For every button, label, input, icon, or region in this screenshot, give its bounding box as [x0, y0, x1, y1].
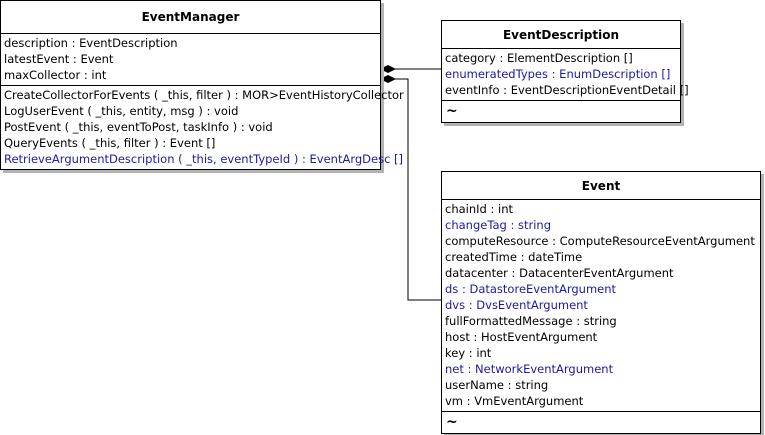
class-title: EventDescription [442, 21, 680, 49]
class-eventdescription[interactable]: EventDescription category : ElementDescr… [441, 20, 689, 123]
composition-diamond-eventdescription [380, 65, 396, 73]
attributes-section: category : ElementDescription [] enumerat… [442, 49, 689, 101]
composition-diamond-event [380, 75, 396, 83]
operation-row: LogUserEvent ( _this, entity, msg ) : vo… [4, 104, 239, 118]
class-eventmanager[interactable]: EventManager description : EventDescript… [0, 0, 404, 170]
attribute-row[interactable]: ds : DatastoreEventArgument [445, 282, 617, 296]
class-title: EventManager [1, 1, 380, 34]
operation-row: PostEvent ( _this, eventToPost, taskInfo… [4, 120, 273, 134]
attribute-row: maxCollector : int [4, 68, 107, 82]
attribute-row[interactable]: changeTag : string [445, 218, 551, 232]
attribute-row: latestEvent : Event [4, 52, 114, 66]
class-title: Event [442, 172, 760, 200]
operations-section: CreateCollectorForEvents ( _this, filter… [1, 86, 404, 169]
attribute-row: fullFormattedMessage : string [445, 314, 617, 328]
class-event[interactable]: Event chainId : int changeTag : string com… [441, 171, 761, 434]
operation-row[interactable]: RetrieveArgumentDescription ( _this, eve… [4, 152, 404, 166]
attribute-row: category : ElementDescription [] [445, 51, 633, 65]
attribute-row: datacenter : DatacenterEventArgument [445, 266, 674, 280]
attributes-section: description : EventDescription latestEven… [1, 34, 380, 86]
attribute-row: createdTime : dateTime [445, 250, 583, 264]
attribute-row: computeResource : ComputeResourceEventAr… [445, 234, 755, 248]
composition-line-event [380, 78, 442, 301]
attribute-row[interactable]: net : NetworkEventArgument [445, 362, 614, 376]
attribute-row: host : HostEventArgument [445, 330, 598, 344]
operation-row: CreateCollectorForEvents ( _this, filter… [4, 88, 404, 102]
attribute-row: key : int [445, 346, 492, 360]
operation-row: QueryEvents ( _this, filter ) : Event [] [4, 136, 216, 150]
attribute-row: userName : string [445, 378, 549, 392]
attribute-row: description : EventDescription [4, 36, 178, 50]
attribute-row: chainId : int [445, 202, 514, 216]
attribute-row: vm : VmEventArgument [445, 394, 584, 408]
attribute-row[interactable]: dvs : DvsEventArgument [445, 298, 588, 312]
empty-operations-marker: ~ [446, 103, 458, 119]
attribute-row: eventInfo : EventDescriptionEventDetail … [445, 83, 689, 97]
operations-section: ~ [442, 412, 760, 433]
attributes-section: chainId : int changeTag : string computeRe… [442, 200, 760, 412]
attribute-row[interactable]: enumeratedTypes : EnumDescription [] [445, 67, 671, 81]
operations-section: ~ [442, 101, 680, 122]
empty-operations-marker: ~ [446, 414, 458, 430]
